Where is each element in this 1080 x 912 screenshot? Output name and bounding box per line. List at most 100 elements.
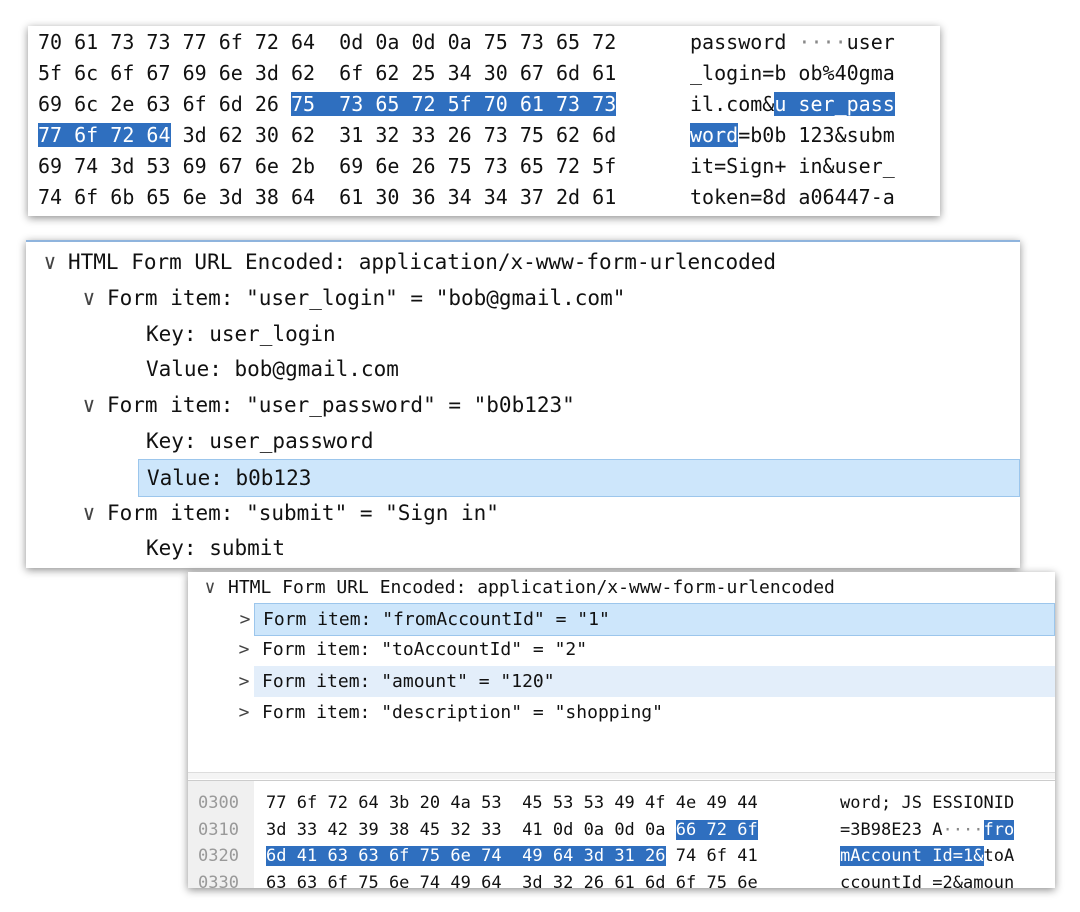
- hex-byte[interactable]: 61: [339, 185, 364, 209]
- hex-byte[interactable]: 42: [327, 819, 348, 840]
- hex-byte[interactable]: 5f: [38, 61, 63, 85]
- hex-byte[interactable]: 4e: [675, 793, 697, 813]
- hex-row[interactable]: 5f 6c 6f 67 69 6e 3d 62 6f 62 25 34 30 6…: [38, 58, 616, 89]
- hex-byte[interactable]: 26: [645, 846, 666, 866]
- hex-byte[interactable]: 6f: [388, 846, 410, 866]
- hex-byte[interactable]: 6e: [182, 185, 207, 209]
- hex-byte[interactable]: 62: [556, 123, 581, 147]
- hex-byte[interactable]: 67: [146, 61, 171, 85]
- hex-byte[interactable]: 45: [522, 793, 543, 813]
- hex-byte[interactable]: 73: [483, 123, 508, 147]
- hex-byte[interactable]: 77: [38, 123, 63, 147]
- hex-byte[interactable]: 25: [411, 61, 436, 85]
- hex-byte[interactable]: 67: [218, 154, 243, 178]
- hex-byte[interactable]: 3d: [583, 846, 605, 866]
- hex-byte[interactable]: 53: [146, 154, 171, 178]
- hex-byte[interactable]: 33: [296, 819, 318, 840]
- hex-byte[interactable]: 4f: [645, 793, 666, 813]
- hex-byte[interactable]: 3b: [388, 793, 410, 813]
- hex-byte[interactable]: 70: [483, 92, 508, 116]
- hex-byte[interactable]: 66: [675, 819, 697, 840]
- hex-byte[interactable]: 6f: [218, 30, 243, 54]
- hex-byte[interactable]: 72: [110, 123, 135, 147]
- hex-byte[interactable]: 6d: [218, 92, 243, 116]
- hex-byte[interactable]: 3d: [110, 154, 135, 178]
- hex-byte[interactable]: 69: [182, 61, 207, 85]
- ascii-row[interactable]: mAccount Id=1&toA: [840, 846, 1015, 866]
- chevron-down-icon[interactable]: ∨: [204, 577, 216, 598]
- ascii-row[interactable]: _login=b ob%40gma: [690, 61, 895, 85]
- hex-row[interactable]: 69 6c 2e 63 6f 6d 26 75 73 65 72 5f 70 6…: [38, 89, 617, 120]
- tree-item[interactable]: ∨Form item: "user_login" = "bob@gmail.co…: [26, 280, 1020, 316]
- hex-byte[interactable]: 37: [519, 185, 544, 209]
- hex-byte[interactable]: 0a: [645, 819, 666, 840]
- hex-row[interactable]: 77 6f 72 64 3d 62 30 62 31 32 33 26 73 7…: [38, 120, 616, 151]
- pane-splitter[interactable]: [188, 772, 1055, 779]
- hex-byte[interactable]: 33: [411, 123, 436, 147]
- hex-byte[interactable]: 34: [447, 61, 472, 85]
- hex-byte[interactable]: 6e: [388, 872, 410, 889]
- hex-byte[interactable]: 6f: [737, 819, 758, 840]
- hex-byte[interactable]: 64: [552, 846, 574, 866]
- chevron-down-icon[interactable]: ∨: [82, 500, 96, 525]
- hex-byte[interactable]: 74: [38, 185, 63, 209]
- hex-byte[interactable]: 34: [447, 185, 472, 209]
- hex-byte[interactable]: 63: [296, 872, 318, 889]
- hex-byte[interactable]: 65: [375, 92, 400, 116]
- hex-byte[interactable]: 75: [358, 872, 379, 889]
- chevron-right-icon[interactable]: >: [238, 639, 250, 661]
- hex-byte[interactable]: 34: [483, 185, 508, 209]
- hex-row[interactable]: 3d 33 42 39 38 45 32 33 41 0d 0a 0d 0a 6…: [266, 817, 758, 843]
- hex-byte[interactable]: 26: [583, 872, 605, 889]
- hex-byte[interactable]: 32: [450, 819, 471, 840]
- hex-byte[interactable]: 30: [254, 123, 279, 147]
- hex-byte[interactable]: 70: [38, 30, 63, 54]
- hex-byte[interactable]: 6f: [74, 185, 99, 209]
- hex-byte[interactable]: 63: [358, 846, 379, 866]
- hex-byte[interactable]: 64: [146, 123, 171, 147]
- chevron-right-icon[interactable]: >: [238, 670, 250, 692]
- hex-byte[interactable]: 6f: [110, 61, 135, 85]
- hex-byte[interactable]: 49: [614, 793, 635, 813]
- hex-byte[interactable]: 0d: [552, 819, 574, 840]
- hex-byte[interactable]: 26: [447, 123, 472, 147]
- hex-byte[interactable]: 75: [519, 123, 544, 147]
- hex-byte[interactable]: 49: [706, 793, 727, 813]
- hex-byte[interactable]: 6d: [556, 61, 581, 85]
- hex-byte[interactable]: 73: [339, 92, 364, 116]
- hex-byte[interactable]: 63: [327, 846, 348, 866]
- hex-byte[interactable]: 45: [419, 819, 441, 840]
- hex-byte[interactable]: 6e: [375, 154, 400, 178]
- tree-item[interactable]: ∨HTML Form URL Encoded: application/x-ww…: [26, 244, 1020, 280]
- hex-row[interactable]: 77 6f 72 64 3b 20 4a 53 45 53 53 49 4f 4…: [266, 790, 758, 816]
- hex-byte[interactable]: 6e: [450, 846, 471, 866]
- hex-byte[interactable]: 3d: [522, 872, 543, 889]
- hex-byte[interactable]: 75: [483, 30, 508, 54]
- chevron-down-icon[interactable]: ∨: [43, 250, 57, 274]
- hex-byte[interactable]: 62: [290, 61, 316, 85]
- hex-byte[interactable]: 31: [339, 123, 364, 147]
- hex-byte[interactable]: 30: [483, 61, 508, 85]
- hex-byte[interactable]: 65: [556, 30, 581, 54]
- hex-byte[interactable]: 4a: [450, 793, 471, 813]
- ascii-row[interactable]: =3B98E23 A····fro: [840, 819, 1015, 840]
- hex-byte[interactable]: 6e: [218, 61, 243, 85]
- hex-byte[interactable]: 72: [592, 30, 617, 54]
- hex-byte[interactable]: 6f: [706, 846, 727, 866]
- ascii-row[interactable]: token=8d a06447-a: [690, 185, 895, 209]
- hex-byte[interactable]: 6f: [296, 793, 318, 813]
- hex-byte[interactable]: 3d: [218, 185, 243, 209]
- hex-byte[interactable]: 6b: [110, 185, 135, 209]
- ascii-row[interactable]: password ····user: [690, 30, 895, 54]
- hex-byte[interactable]: 72: [556, 154, 581, 178]
- hex-row[interactable]: 70 61 73 73 77 6f 72 64 0d 0a 0d 0a 75 7…: [38, 27, 616, 58]
- hex-byte[interactable]: 62: [218, 123, 243, 147]
- hex-byte[interactable]: 2e: [110, 92, 135, 116]
- hex-byte[interactable]: 72: [706, 819, 727, 840]
- hex-byte[interactable]: 67: [519, 61, 544, 85]
- hex-byte[interactable]: 0d: [614, 819, 635, 840]
- hex-byte[interactable]: 61: [74, 30, 99, 54]
- hex-byte[interactable]: 38: [388, 819, 410, 840]
- hex-byte[interactable]: 6d: [592, 123, 617, 147]
- hex-byte[interactable]: 0a: [447, 30, 472, 54]
